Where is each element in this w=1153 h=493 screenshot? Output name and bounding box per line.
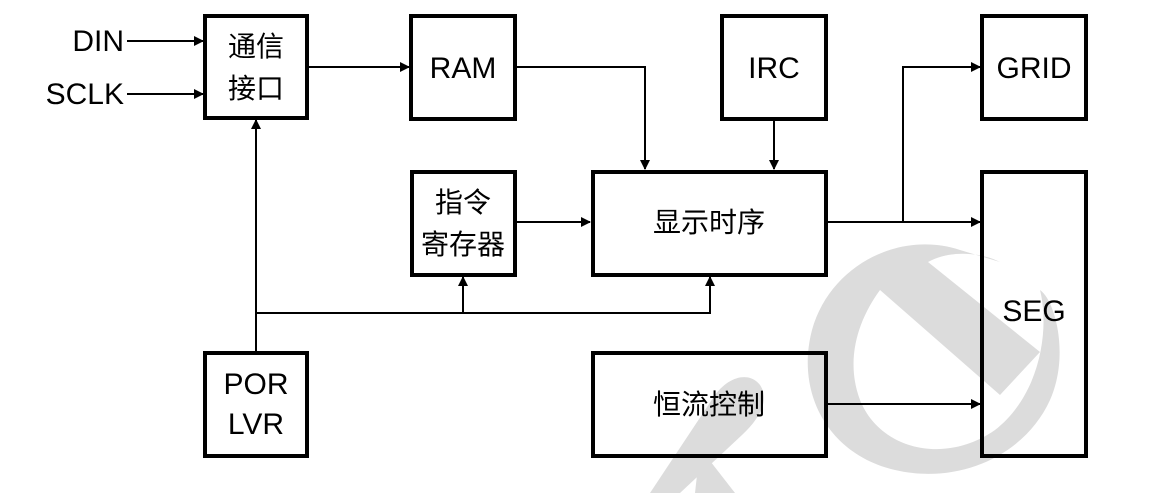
comm-interface-box bbox=[203, 14, 309, 120]
command-register-block: 指令 寄存器 bbox=[410, 170, 517, 277]
constant-current-label: 恒流控制 bbox=[653, 388, 765, 421]
display-timing-box bbox=[591, 170, 828, 277]
display-to-grid-arrow bbox=[902, 62, 981, 222]
ram-label: RAM bbox=[430, 52, 497, 85]
seg-block: SEG bbox=[980, 170, 1088, 458]
grid-box bbox=[980, 14, 1088, 121]
por-lvr-box bbox=[203, 351, 309, 458]
ram-box bbox=[409, 14, 517, 121]
sclk-label: SCLK bbox=[46, 78, 124, 111]
irc-block: IRC bbox=[720, 14, 828, 121]
watermark-stroke-2 bbox=[695, 448, 735, 493]
display-timing-label: 显示时序 bbox=[653, 206, 765, 239]
seg-label: SEG bbox=[1002, 295, 1065, 328]
constant-current-block: 恒流控制 bbox=[591, 351, 828, 458]
seg-box bbox=[980, 170, 1088, 458]
ram-to-display-arrow bbox=[516, 66, 650, 170]
comm-interface-label-line2: 接口 bbox=[228, 72, 284, 105]
din-label: DIN bbox=[72, 25, 124, 58]
command-register-box bbox=[410, 170, 517, 277]
irc-box bbox=[720, 14, 828, 121]
display-timing-block: 显示时序 bbox=[591, 170, 828, 277]
ram-block: RAM bbox=[409, 14, 517, 121]
por-lvr-block: POR LVR bbox=[203, 351, 309, 458]
grid-label: GRID bbox=[997, 52, 1072, 85]
watermark-e-shape bbox=[807, 244, 1060, 474]
reset-bus-to-display-arrow bbox=[256, 276, 715, 314]
command-register-label-line2: 寄存器 bbox=[421, 228, 505, 261]
por-lvr-label-line1: POR bbox=[223, 368, 288, 401]
command-register-label-line1: 指令 bbox=[435, 186, 491, 219]
por-lvr-label-line2: LVR bbox=[228, 408, 284, 441]
comm-interface-label-line1: 通信 bbox=[228, 30, 284, 63]
watermark-logo bbox=[650, 244, 1060, 493]
watermark-stroke bbox=[650, 377, 764, 493]
comm-interface-block: 通信 接口 bbox=[203, 14, 309, 120]
irc-label: IRC bbox=[748, 52, 800, 85]
constant-current-box bbox=[591, 351, 828, 458]
grid-block: GRID bbox=[980, 14, 1088, 121]
